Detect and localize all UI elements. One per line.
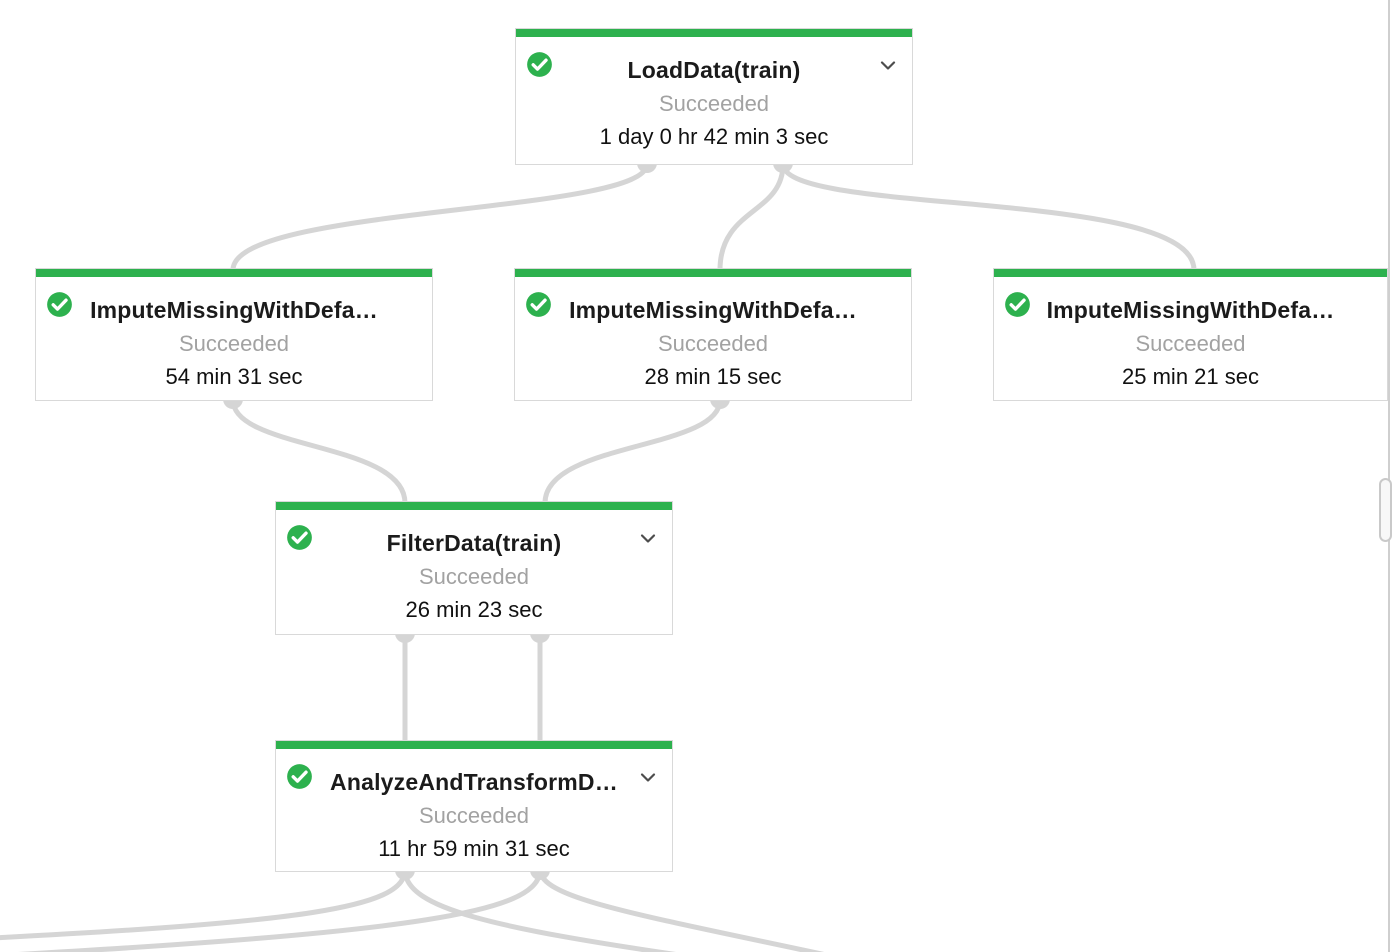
node-analyze-and-transform[interactable]: AnalyzeAndTransformD… Succeeded 11 hr 59… bbox=[275, 740, 673, 872]
edge-impute2-to-filter bbox=[542, 399, 723, 504]
node-status: Succeeded bbox=[1135, 330, 1246, 356]
node-success-statusbar bbox=[515, 269, 911, 277]
check-circle-icon bbox=[46, 291, 73, 318]
chevron-down-icon[interactable] bbox=[636, 765, 660, 789]
node-success-statusbar bbox=[994, 269, 1387, 277]
node-title: ImputeMissingWithDefa… bbox=[1046, 297, 1335, 323]
node-filter-data-train[interactable]: FilterData(train) Succeeded 26 min 23 se… bbox=[275, 501, 673, 635]
edge-impute1-to-filter bbox=[230, 399, 408, 504]
vertical-scrollbar-track bbox=[1388, 0, 1390, 952]
edge-load-to-impute2 bbox=[717, 163, 786, 271]
node-title: FilterData(train) bbox=[386, 530, 562, 556]
chevron-down-icon[interactable] bbox=[636, 526, 660, 550]
node-title: ImputeMissingWithDefa… bbox=[90, 297, 378, 323]
node-duration: 11 hr 59 min 31 sec bbox=[378, 835, 570, 861]
check-circle-icon bbox=[526, 51, 553, 78]
check-circle-icon bbox=[286, 524, 313, 551]
node-duration: 26 min 23 sec bbox=[405, 596, 543, 622]
node-title: ImputeMissingWithDefa… bbox=[569, 297, 857, 323]
edge-analyze-out-down-1 bbox=[402, 870, 677, 952]
edge-load-to-impute1 bbox=[230, 163, 650, 271]
node-success-statusbar bbox=[276, 502, 672, 510]
node-duration: 28 min 15 sec bbox=[644, 363, 782, 389]
node-status: Succeeded bbox=[178, 330, 290, 356]
node-success-statusbar bbox=[516, 29, 912, 37]
edge-analyze-out-left-2 bbox=[18, 870, 543, 952]
node-status: Succeeded bbox=[657, 330, 769, 356]
chevron-down-icon[interactable] bbox=[876, 53, 900, 77]
node-title: LoadData(train) bbox=[627, 57, 801, 83]
check-circle-icon bbox=[525, 291, 552, 318]
check-circle-icon bbox=[1004, 291, 1031, 318]
node-impute-missing-1[interactable]: ImputeMissingWithDefa… Succeeded 54 min … bbox=[35, 268, 433, 401]
check-circle-icon bbox=[286, 763, 313, 790]
node-duration: 1 day 0 hr 42 min 3 sec bbox=[599, 123, 829, 149]
node-success-statusbar bbox=[276, 741, 672, 749]
edge-analyze-out-left-1 bbox=[0, 870, 408, 941]
node-title: AnalyzeAndTransformD… bbox=[330, 769, 618, 795]
node-status: Succeeded bbox=[658, 90, 770, 116]
edge-load-to-impute3 bbox=[780, 163, 1197, 271]
node-impute-missing-2[interactable]: ImputeMissingWithDefa… Succeeded 28 min … bbox=[514, 268, 912, 401]
vertical-scrollbar-thumb[interactable] bbox=[1379, 478, 1392, 542]
node-duration: 54 min 31 sec bbox=[165, 363, 303, 389]
node-impute-missing-3[interactable]: ImputeMissingWithDefa… Succeeded 25 min … bbox=[993, 268, 1388, 401]
edge-analyze-out-down-2 bbox=[537, 870, 825, 952]
node-load-data-train[interactable]: LoadData(train) Succeeded 1 day 0 hr 42 … bbox=[515, 28, 913, 165]
node-duration: 25 min 21 sec bbox=[1122, 363, 1259, 389]
node-status: Succeeded bbox=[418, 802, 530, 828]
node-success-statusbar bbox=[36, 269, 432, 277]
node-status: Succeeded bbox=[418, 563, 530, 589]
